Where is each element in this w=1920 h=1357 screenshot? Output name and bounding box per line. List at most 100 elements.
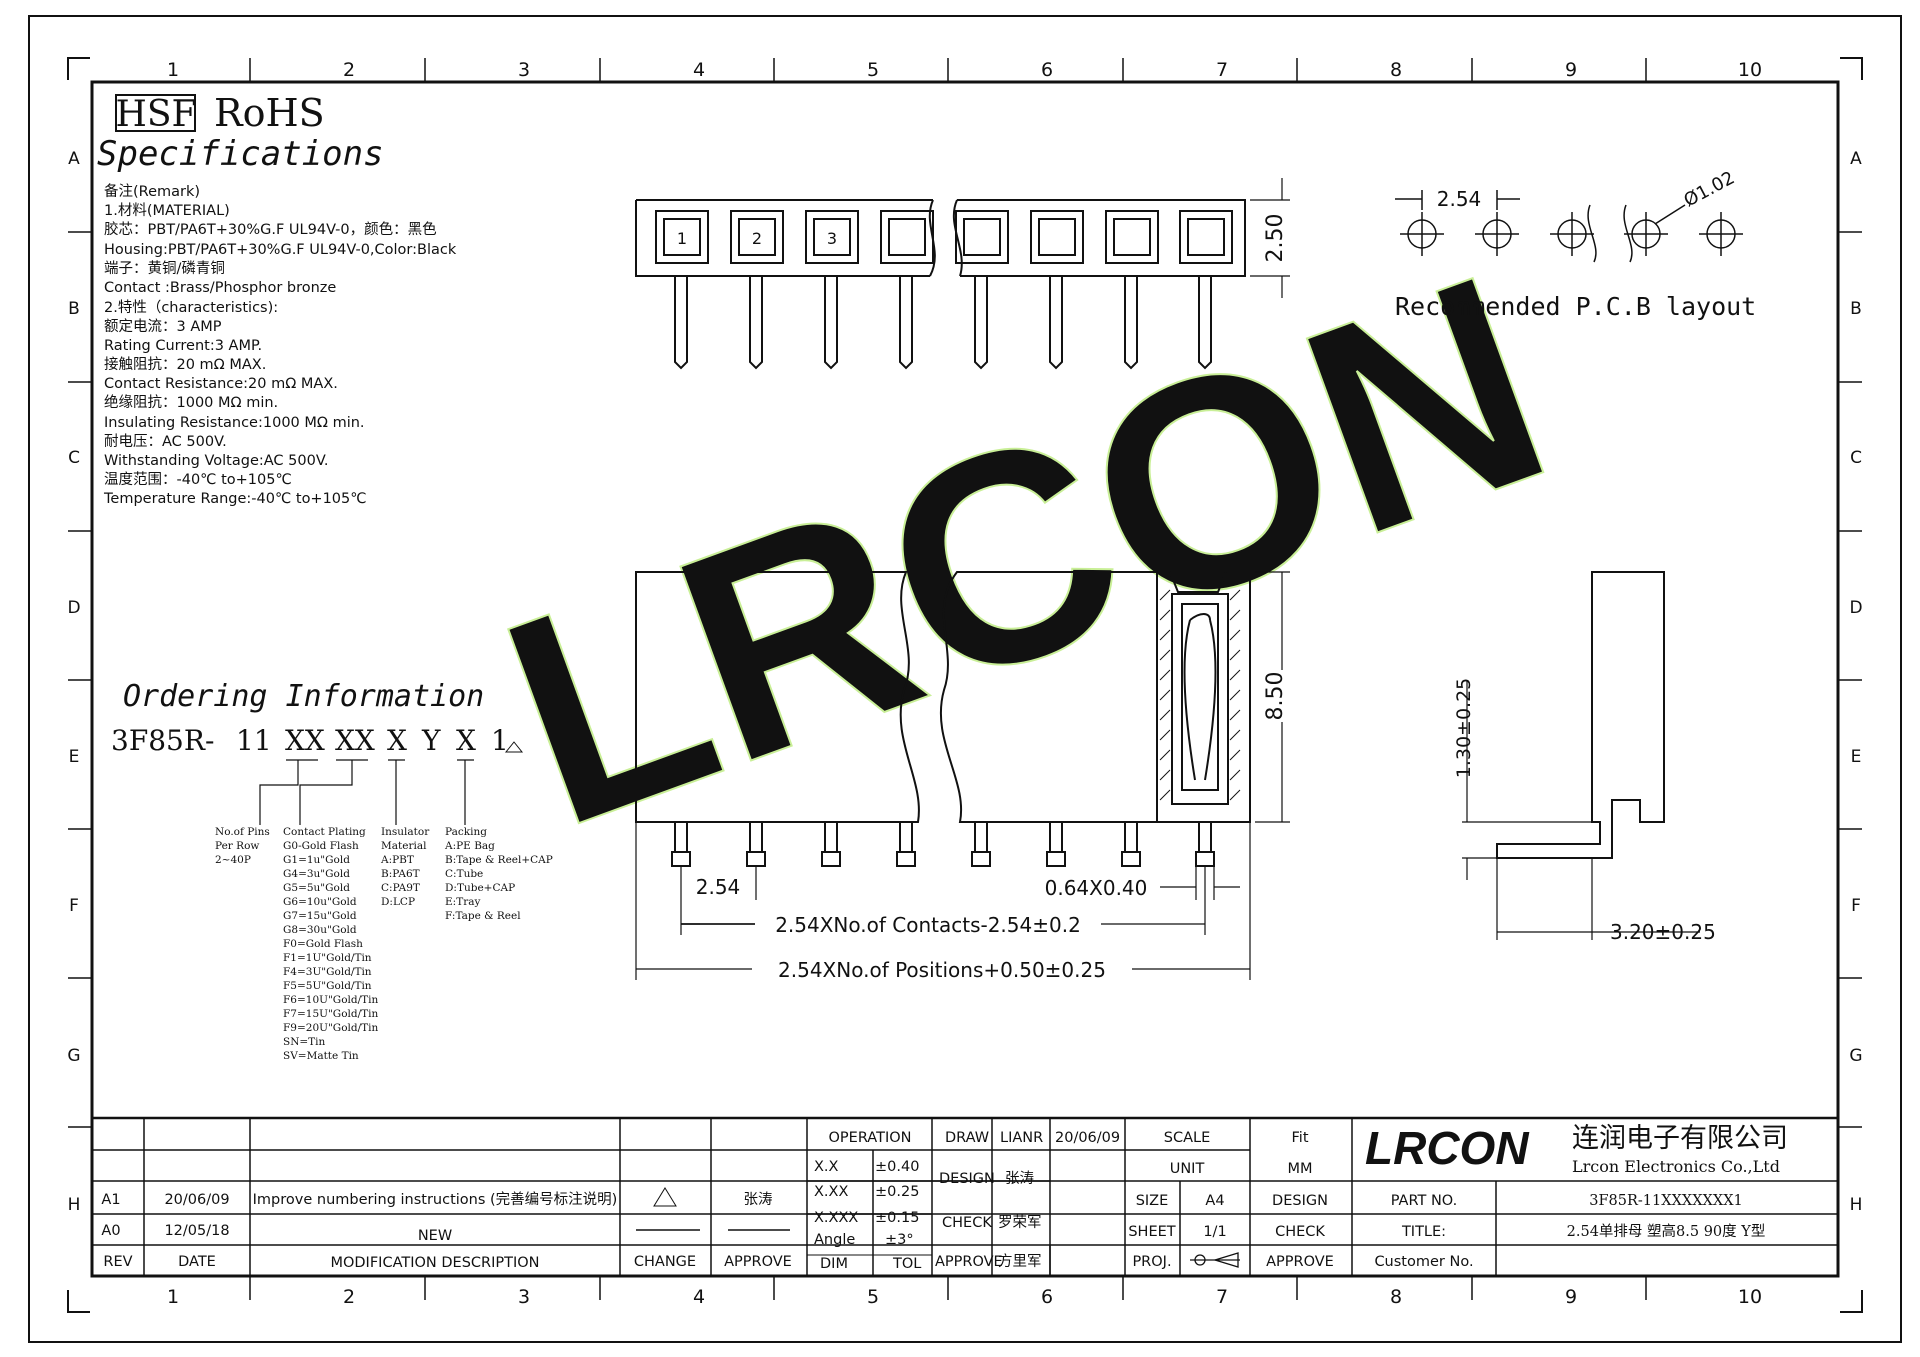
- company-logo: LRCON: [1365, 1122, 1529, 1174]
- svg-text:SN=Tin: SN=Tin: [283, 1036, 326, 1048]
- svg-text:F0=Gold Flash: F0=Gold Flash: [283, 938, 363, 950]
- svg-text:B:PA6T: B:PA6T: [381, 868, 420, 880]
- part-info: PART NO. 3F85R-11XXXXXXX1 TITLE: 2.54单排母…: [1374, 1193, 1765, 1270]
- svg-text:G1=1u"Gold: G1=1u"Gold: [283, 854, 350, 866]
- title-value: 2.54单排母 塑高8.5 90度 Y型: [1567, 1223, 1766, 1240]
- positions-dim-label: 2.54XNo.of Positions+0.50±0.25: [778, 958, 1106, 982]
- check-name: 罗荣军: [998, 1214, 1042, 1231]
- col-label: 7: [1216, 59, 1228, 81]
- company-name-en: Lrcon Electronics Co.,Ltd: [1572, 1157, 1780, 1176]
- zone-ticks: [68, 58, 1862, 1300]
- ordering-code: 3F85R- 11 XX XX X Y X 1: [111, 724, 509, 757]
- col-label: 10: [1738, 59, 1762, 81]
- top-body-outline: [635, 199, 1246, 277]
- col-label: 8: [1390, 59, 1402, 81]
- hsf-label: HSF: [115, 94, 196, 135]
- break-line: [952, 199, 963, 277]
- rohs-label: RoHS: [214, 91, 325, 135]
- code-insulator: X: [387, 724, 407, 757]
- desc-header: MODIFICATION DESCRIPTION: [330, 1255, 539, 1271]
- col-label: 8: [1390, 1286, 1402, 1308]
- unit-value: MM: [1287, 1161, 1312, 1177]
- row-label: C: [1850, 448, 1862, 468]
- projection-symbol-icon: [1190, 1252, 1240, 1268]
- remark-line: 胶芯：PBT/PA6T+30%G.F UL94V-0，颜色：黑色: [104, 221, 437, 238]
- col-label: 1: [167, 59, 179, 81]
- front-body-left: [635, 571, 920, 823]
- remark-line: 温度范围：-40℃ to+105℃: [104, 471, 292, 488]
- remarks-block: 备注(Remark) 1.材料(MATERIAL) 胶芯：PBT/PA6T+30…: [103, 183, 457, 507]
- tol-dim: X.XX: [814, 1184, 848, 1200]
- contacts-dim-label: 2.54XNo.of Contacts-2.54±0.2: [775, 913, 1081, 937]
- svg-text:G8=30u"Gold: G8=30u"Gold: [283, 924, 357, 936]
- remark-line: Temperature Range:-40℃ to+105℃: [103, 491, 367, 507]
- pin-size-label: 0.64X0.40: [1045, 876, 1148, 900]
- corner-marks: [67, 57, 1863, 1313]
- code-plating: XX: [335, 724, 375, 757]
- date-header: DATE: [178, 1254, 216, 1270]
- tol-label: TOL: [892, 1256, 921, 1272]
- remark-line: 1.材料(MATERIAL): [104, 202, 230, 219]
- tol-dim: Angle: [814, 1232, 855, 1248]
- approve-label: APPROVE: [935, 1254, 1003, 1270]
- title-block-grid: [92, 1116, 1838, 1276]
- drawing-info-table: SCALE Fit UNIT MM SIZE A4 DESIGN SHEET 1…: [1128, 1130, 1334, 1270]
- svg-text:Packing: Packing: [445, 826, 487, 838]
- remark-line: 端子：黄铜/磷青铜: [104, 260, 225, 277]
- remark-line: 额定电流：3 AMP: [104, 318, 222, 335]
- tail-dim-label: 3.20±0.25: [1610, 920, 1716, 944]
- row-label: H: [68, 1195, 81, 1215]
- remark-line: Housing:PBT/PA6T+30%G.F UL94V-0,Color:Bl…: [104, 242, 457, 258]
- pin-number: 1: [677, 229, 687, 248]
- sheet-label: SHEET: [1128, 1224, 1175, 1240]
- row-label: G: [1849, 1046, 1862, 1066]
- no-of-pins-legend: No.of Pins Per Row 2~40P: [215, 826, 270, 866]
- row-label: B: [68, 299, 80, 319]
- check2-label: CHECK: [1275, 1224, 1325, 1240]
- part-no-label: PART NO.: [1391, 1193, 1458, 1209]
- tol-value: ±0.25: [875, 1184, 919, 1200]
- row-label: D: [1849, 598, 1862, 618]
- row-label: H: [1850, 1195, 1863, 1215]
- row-label: B: [1850, 299, 1862, 319]
- packing-legend: Packing A:PE Bag B:Tape & Reel+CAP C:Tub…: [444, 826, 553, 922]
- top-view: [635, 178, 1290, 370]
- svg-text:G0-Gold Flash: G0-Gold Flash: [283, 840, 359, 852]
- top-height-dim: [1250, 178, 1290, 298]
- remark-line: 耐电压：AC 500V.: [104, 433, 227, 450]
- row-label: G: [67, 1046, 80, 1066]
- date-cell: 12/05/18: [164, 1223, 229, 1239]
- front-height-label: 8.50: [1263, 672, 1288, 721]
- col-label: 2: [343, 1286, 355, 1308]
- side-view: [1462, 571, 1700, 940]
- desc-cell: NEW: [418, 1228, 452, 1244]
- code-packing: X: [456, 724, 476, 757]
- top-pin-cavities: [655, 210, 1233, 264]
- row-label: E: [1851, 747, 1862, 767]
- column-labels-top: 1 2 3 4 5 6 7 8 9 10: [167, 59, 1762, 81]
- plating-legend: Contact Plating G0-Gold Flash G1=1u"Gold…: [283, 826, 378, 1062]
- column-labels-bottom: 1 2 3 4 5 6 7 8 9 10: [167, 1286, 1762, 1308]
- svg-text:Contact Plating: Contact Plating: [283, 826, 366, 838]
- title-label: TITLE:: [1401, 1224, 1446, 1240]
- svg-text:F1=1U"Gold/Tin: F1=1U"Gold/Tin: [283, 952, 372, 964]
- svg-text:Per Row: Per Row: [215, 840, 259, 852]
- pcb-layout: [1395, 190, 1743, 263]
- remark-line: Rating Current:3 AMP.: [104, 338, 262, 354]
- svg-text:G6=10u"Gold: G6=10u"Gold: [283, 896, 357, 908]
- col-label: 4: [693, 59, 705, 81]
- col-label: 6: [1041, 59, 1053, 81]
- unit-label: UNIT: [1170, 1161, 1205, 1177]
- rev-header: REV: [103, 1254, 132, 1270]
- remark-line: 2.特性（characteristics):: [104, 299, 278, 316]
- insulator-legend: Insulator Material A:PBT B:PA6T C:PA9T D…: [380, 826, 430, 908]
- pin-number: 2: [752, 229, 762, 248]
- draw-label: DRAW: [945, 1130, 989, 1146]
- col-label: 9: [1565, 59, 1577, 81]
- ordering-title: Ordering Information: [123, 679, 484, 714]
- svg-text:A:PE Bag: A:PE Bag: [444, 840, 495, 852]
- svg-text:G4=3u"Gold: G4=3u"Gold: [283, 868, 350, 880]
- svg-text:2~40P: 2~40P: [215, 854, 251, 866]
- remark-line: 接触阻抗：20 mΩ MAX.: [104, 356, 266, 373]
